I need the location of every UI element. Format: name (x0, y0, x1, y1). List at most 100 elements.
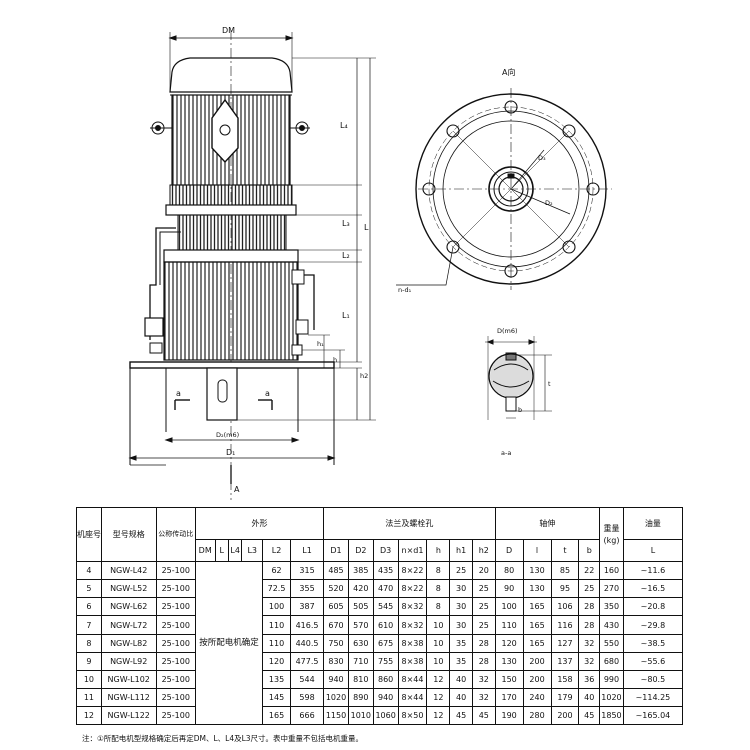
cell-d1: 830 (323, 651, 349, 671)
cell-d3: 860 (372, 669, 399, 689)
cell-h: 12 (426, 669, 451, 689)
cell-l2: 110 (262, 615, 291, 635)
header-weight: 重量 (kg) (599, 506, 624, 563)
cell-oil: ~165.04 (622, 705, 684, 726)
label-a-right: a (265, 389, 270, 398)
cell-d: 150 (494, 669, 524, 689)
cell-ratio: 25-100 (155, 579, 196, 599)
cell-l1: 666 (289, 705, 325, 726)
cell-nd1: 8×44 (397, 687, 428, 707)
label-a-left: a (176, 389, 181, 398)
cell-l1: 387 (289, 597, 325, 617)
cell-model: NGW-L82 (100, 633, 157, 653)
front-elevation-view (128, 30, 376, 500)
cell-h2: 25 (471, 579, 496, 599)
cell-d2: 710 (347, 651, 374, 671)
cell-oil: ~114.25 (622, 687, 684, 707)
cell-d1: 485 (323, 561, 349, 581)
cell-b: 36 (578, 669, 601, 689)
cell-nd1: 8×22 (397, 579, 428, 599)
label-h2: h2 (360, 372, 368, 380)
cell-h2: 28 (471, 651, 496, 671)
cell-oil: ~11.6 (622, 561, 684, 581)
cell-h2: 20 (471, 561, 496, 581)
cell-l1: 440.5 (289, 633, 325, 653)
cell-h2: 45 (471, 705, 496, 726)
cell-l1: 598 (289, 687, 325, 707)
cell-no: 12 (76, 705, 102, 726)
subheader-l: L (214, 539, 229, 563)
subheader-l1: L1 (289, 539, 325, 563)
label-a-arrow: A (234, 485, 240, 494)
cell-l2: 165 (262, 705, 291, 726)
cell-b: 28 (578, 615, 601, 635)
cell-b: 40 (578, 687, 601, 707)
cell-ratio: 25-100 (155, 597, 196, 617)
subheader-d1: D1 (323, 539, 349, 563)
header-shaft: 轴伸 (494, 506, 601, 541)
cell-h1: 40 (449, 669, 473, 689)
cell-h2: 25 (471, 597, 496, 617)
subheader-shaft-b: b (578, 539, 601, 563)
cell-motor-dependent: 按所配电机确定 (194, 561, 264, 725)
cell-weight: 680 (599, 651, 624, 671)
cell-weight: 350 (599, 597, 624, 617)
cell-oil: ~80.5 (622, 669, 684, 689)
technical-drawing: DM L₄ L L₃ L₂ L₁ h₁ h h2 a a D₂(m6) D₁ A (128, 26, 612, 500)
cell-model: NGW-L62 (100, 597, 157, 617)
cell-l: 130 (522, 561, 552, 581)
cell-l: 130 (522, 579, 552, 599)
cell-d3: 675 (372, 633, 399, 653)
subheader-d3: D3 (372, 539, 399, 563)
cell-t: 116 (550, 615, 580, 635)
cell-oil: ~20.8 (622, 597, 684, 617)
cell-h1: 30 (449, 615, 473, 635)
cell-d: 130 (494, 651, 524, 671)
cell-l: 200 (522, 669, 552, 689)
cell-b: 32 (578, 651, 601, 671)
cell-d3: 435 (372, 561, 399, 581)
label-h: h (333, 356, 337, 364)
cell-no: 7 (76, 615, 102, 635)
cell-d2: 420 (347, 579, 374, 599)
cell-d3: 470 (372, 579, 399, 599)
cell-h2: 25 (471, 615, 496, 635)
cell-model: NGW-L122 (100, 705, 157, 726)
cell-h1: 30 (449, 597, 473, 617)
cell-l: 165 (522, 597, 552, 617)
header-model: 型号规格 (100, 506, 157, 563)
cell-ratio: 25-100 (155, 687, 196, 707)
label-d1: D₁ (226, 448, 235, 457)
subheader-l2: L2 (262, 539, 291, 563)
cell-b: 28 (578, 597, 601, 617)
cell-l1: 544 (289, 669, 325, 689)
cell-no: 4 (76, 561, 102, 581)
cell-l2: 120 (262, 651, 291, 671)
cell-nd1: 8×38 (397, 633, 428, 653)
cell-t: 127 (550, 633, 580, 653)
subheader-dm: DM (194, 539, 216, 563)
label-b: b (518, 406, 522, 414)
spec-table: 机座号 型号规格 公称传动比 外形 法兰及螺栓孔 轴伸 重量 (kg) 油量 D… (76, 506, 684, 726)
cell-l2: 145 (262, 687, 291, 707)
flange-view-a (396, 88, 612, 290)
cell-h1: 45 (449, 705, 473, 726)
cell-l: 165 (522, 633, 552, 653)
cell-t: 179 (550, 687, 580, 707)
cell-h2: 32 (471, 687, 496, 707)
cell-t: 158 (550, 669, 580, 689)
footnote: 注：①所配电机型规格确定后再定DM、L、L4及L3尺寸。表中重量不包括电机重量。 (82, 734, 364, 743)
cell-weight: 1020 (599, 687, 624, 707)
subheader-d2: D2 (347, 539, 374, 563)
cell-d1: 670 (323, 615, 349, 635)
cell-d2: 570 (347, 615, 374, 635)
cell-weight: 1850 (599, 705, 624, 726)
cell-d: 100 (494, 597, 524, 617)
subheader-shaft-d: D (494, 539, 524, 563)
shaft-section-aa (485, 336, 552, 420)
cell-model: NGW-L42 (100, 561, 157, 581)
cell-d: 170 (494, 687, 524, 707)
label-dm: DM (222, 26, 235, 35)
